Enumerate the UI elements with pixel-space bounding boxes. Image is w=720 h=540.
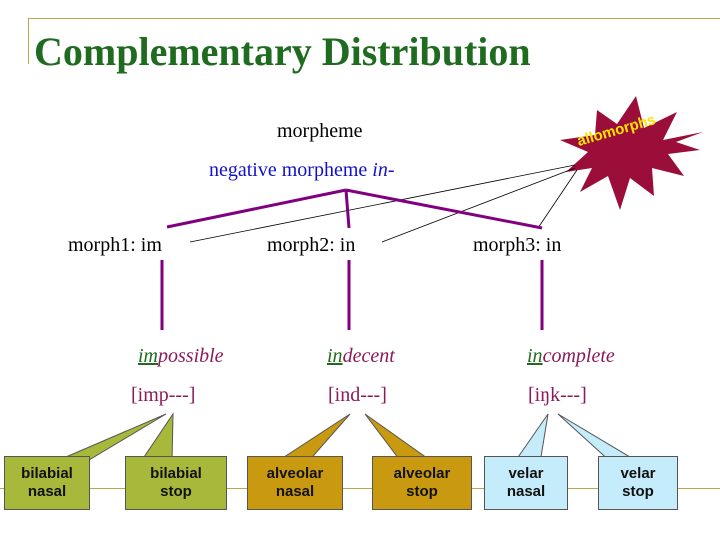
morpheme-label: morpheme: [277, 120, 363, 142]
box-line: bilabial: [150, 465, 202, 482]
word-impossible: impossible: [138, 345, 224, 368]
transcription-3: [iŋk---]: [528, 384, 587, 406]
box-line: bilabial: [21, 465, 73, 482]
word-rest: decent: [342, 345, 395, 367]
box-line: stop: [406, 483, 438, 500]
word-prefix: in: [327, 345, 343, 367]
box-line: nasal: [27, 483, 67, 500]
negative-morpheme-text: negative morpheme: [209, 159, 373, 181]
tree-branch-left: [166, 188, 347, 229]
box-line: stop: [160, 483, 192, 500]
left-rule: [28, 18, 29, 64]
top-rule: [28, 18, 720, 19]
box-line: alveolar: [266, 465, 324, 482]
word-prefix: in: [527, 345, 543, 367]
pointer-line-morph3: [537, 169, 578, 229]
morph1-label: morph1: im: [68, 234, 162, 256]
page-title: Complementary Distribution: [34, 29, 531, 74]
word-rest: complete: [542, 345, 615, 367]
transcription-1: [imp---]: [131, 384, 196, 406]
tree-branch-middle: [344, 189, 351, 229]
pointer-line-morph1: [189, 164, 576, 243]
word-indecent: indecent: [327, 345, 395, 368]
word-rest: possible: [158, 345, 224, 367]
morph3-label: morph3: in: [473, 234, 562, 256]
pointer-line-morph2: [381, 167, 576, 243]
morph2-label: morph2: in: [267, 234, 356, 256]
box-line: alveolar: [393, 465, 451, 482]
negative-morpheme-prefix: in-: [372, 159, 395, 181]
box-line: velar: [508, 465, 544, 482]
bottom-rule: [0, 488, 720, 489]
box-line: velar: [620, 465, 656, 482]
allomorphs-starburst: [560, 96, 703, 210]
negative-morpheme-label: negative morpheme in-: [209, 159, 395, 182]
word-prefix: im: [138, 345, 158, 367]
transcription-2: [ind---]: [328, 384, 387, 406]
tree-branch-right: [345, 188, 543, 230]
box-line: stop: [622, 483, 654, 500]
box-line: nasal: [275, 483, 315, 500]
box-line: nasal: [506, 483, 546, 500]
word-incomplete: incomplete: [527, 345, 615, 368]
